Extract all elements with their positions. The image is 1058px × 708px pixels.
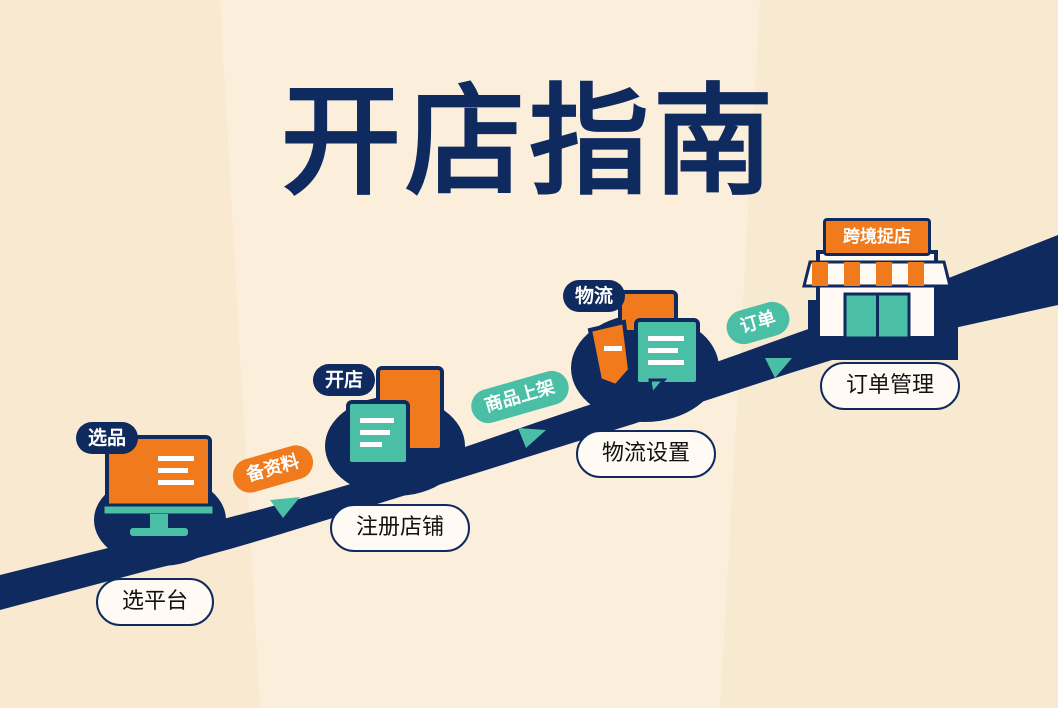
step-top-label-1: 选品 xyxy=(76,422,139,454)
arrow-icon xyxy=(765,358,792,378)
store-sign: 跨境捉店 xyxy=(823,218,931,256)
step-bottom-label-4: 订单管理 xyxy=(820,362,961,410)
step-top-label-2: 开店 xyxy=(313,364,376,396)
step-bottom-label-3: 物流设置 xyxy=(576,430,717,478)
page-title: 开店指南 xyxy=(281,73,777,212)
chat-icon xyxy=(587,290,700,398)
document-icon xyxy=(346,366,444,466)
storefront-icon xyxy=(802,250,952,340)
arrow-icon xyxy=(270,497,300,518)
road xyxy=(0,235,1058,610)
step-top-label-3: 物流 xyxy=(563,280,626,312)
step-bottom-label-2: 注册店铺 xyxy=(330,504,471,552)
monitor-icon xyxy=(101,435,216,536)
arrow-icon xyxy=(518,428,546,448)
step-bottom-label-1: 选平台 xyxy=(96,578,215,626)
